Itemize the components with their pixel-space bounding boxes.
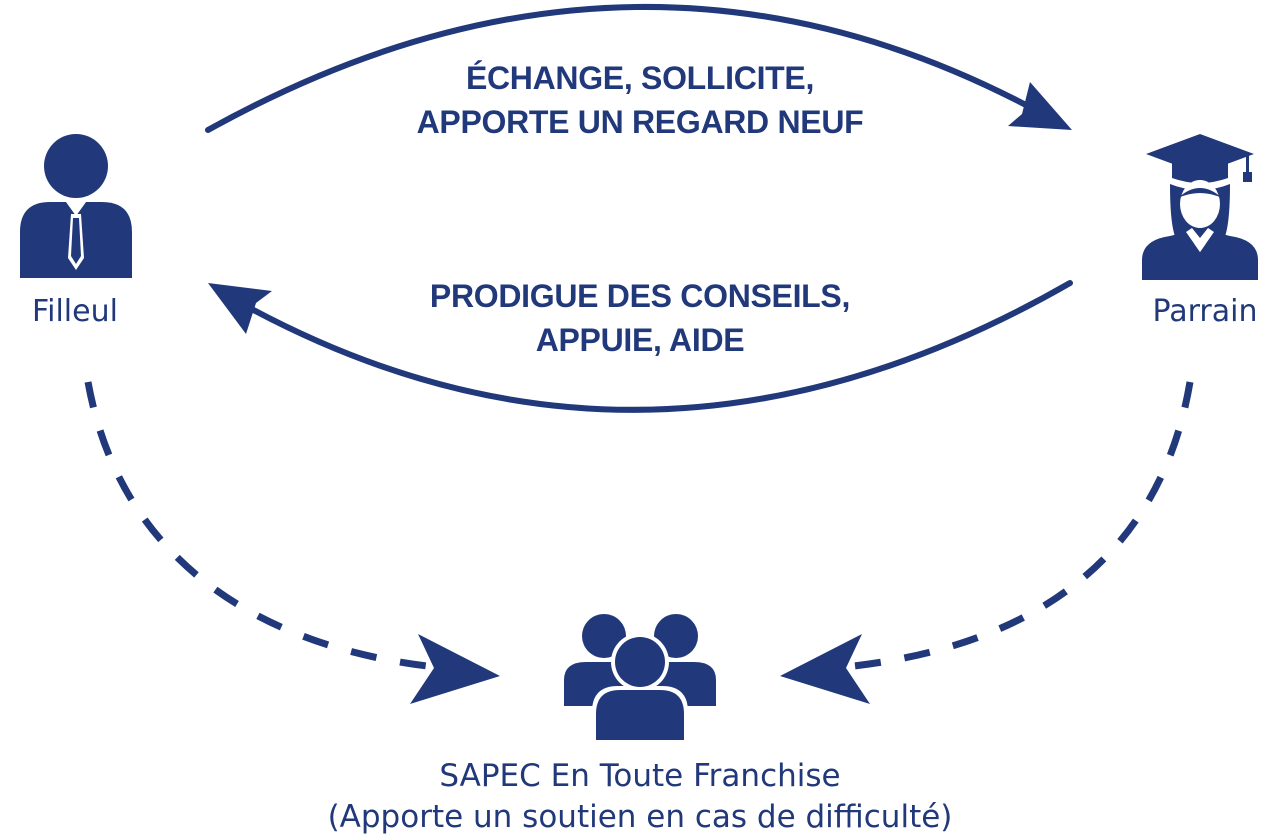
parrain-label: Parrain bbox=[1152, 294, 1258, 329]
top-edge-caption: ÉCHANGE, SOLLICITE, APPORTE UN REGARD NE… bbox=[340, 56, 940, 144]
dashed-arrowhead-right bbox=[780, 634, 870, 704]
arrowhead-left bbox=[208, 283, 272, 334]
group-caption: SAPEC En Toute Franchise (Apporte un sou… bbox=[240, 756, 1040, 838]
graduate-cap-icon bbox=[1142, 134, 1258, 280]
bottom-edge-caption-line2: APPUIE, AIDE bbox=[535, 322, 745, 358]
group-people-icon bbox=[564, 614, 716, 740]
top-edge-caption-line1: ÉCHANGE, SOLLICITE, bbox=[465, 60, 815, 96]
bottom-edge-caption-line1: PRODIGUE DES CONSEILS, bbox=[429, 278, 851, 314]
filleul-label: Filleul bbox=[32, 294, 118, 329]
arrow-filleul-to-parrain bbox=[205, 3, 1053, 133]
bottom-edge-caption: PRODIGUE DES CONSEILS, APPUIE, AIDE bbox=[340, 274, 940, 362]
dashed-arrowhead-left bbox=[410, 634, 500, 704]
group-caption-line2: (Apporte un soutien en cas de difficulté… bbox=[327, 799, 953, 835]
arrowhead-right bbox=[1008, 82, 1072, 130]
dashed-arrow-parrain-to-group bbox=[834, 381, 1194, 672]
dashed-arrow-filleul-to-group bbox=[84, 381, 446, 672]
arrow-parrain-to-filleul bbox=[225, 280, 1073, 413]
top-edge-caption-line2: APPORTE UN REGARD NEUF bbox=[416, 104, 864, 140]
businessman-tie-icon bbox=[20, 134, 132, 278]
group-caption-line1: SAPEC En Toute Franchise bbox=[439, 758, 841, 794]
